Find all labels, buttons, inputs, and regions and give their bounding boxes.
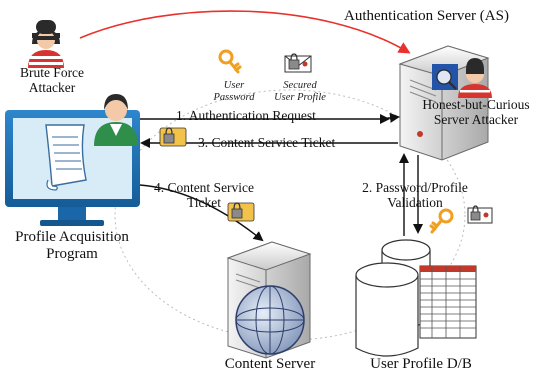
database-icon (355, 239, 431, 357)
user-profile-db-label: User Profile D/B (370, 356, 472, 372)
step-4-label: 4. Content Service Ticket (153, 180, 255, 210)
auth-server-label: Authentication Server (AS) (344, 8, 509, 24)
curious-attacker-label: Honest-but-Curious Server Attacker (422, 97, 530, 127)
globe-icon (235, 285, 305, 355)
user-password-label: User Password (213, 80, 255, 103)
step-3-label: 3. Content Service Ticket (198, 135, 336, 150)
key-icon (218, 49, 242, 74)
lock-envelope-icon (284, 53, 312, 73)
brute-force-label: Brute Force Attacker (19, 65, 85, 95)
brute-force-attacker-icon (28, 20, 64, 68)
arrow-step-4 (139, 184, 264, 242)
table-icon (419, 265, 477, 339)
trust-boundary (114, 89, 466, 341)
ticket-icon (227, 202, 255, 222)
step-2-label: 2. Password/Profile Validation (362, 180, 468, 210)
secured-profile-label: Secured User Profile (274, 80, 326, 103)
ticket-icon (159, 127, 187, 147)
attack-arrow (79, 10, 411, 54)
lock-envelope-icon (467, 205, 493, 224)
document-icon (45, 124, 87, 191)
content-server-label: Content Server (224, 356, 316, 372)
step-1-label: 1. Authentication Request (176, 108, 316, 123)
key-icon (429, 208, 454, 234)
user-icon (94, 94, 138, 146)
profile-program-label: Profile Acquisition Program (15, 229, 129, 262)
auth-server-icon (398, 45, 490, 161)
curious-attacker-icon (432, 58, 492, 98)
